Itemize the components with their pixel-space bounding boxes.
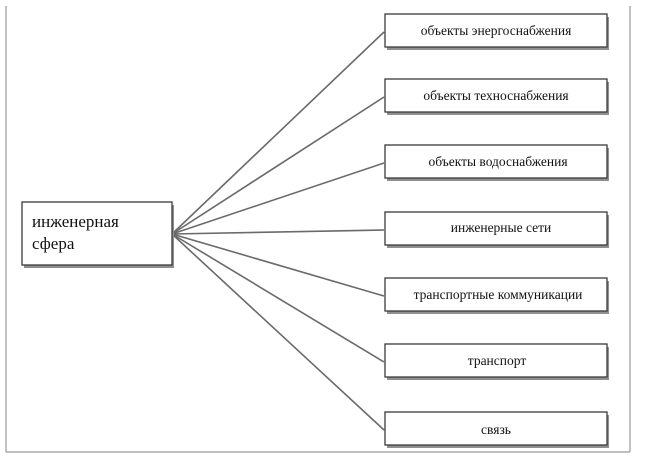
root-label-line-2: сфера [32, 234, 75, 253]
connector-lines [171, 31, 385, 431]
item-label-energy: объекты энергоснабжения [421, 23, 572, 38]
item-node-networks: инженерные сети [384, 211, 609, 248]
connector-0 [171, 31, 385, 235]
item-node-communication: связь [384, 411, 609, 448]
item-node-tech: объекты техноснабжения [384, 78, 609, 115]
item-label-communication: связь [481, 422, 511, 437]
root-label-line-1: инженерная [32, 212, 119, 231]
item-label-water: объекты водоснабжения [428, 154, 567, 169]
item-node-water: объекты водоснабжения [384, 144, 609, 181]
connector-5 [171, 233, 385, 363]
item-node-transport: транспорт [384, 343, 609, 380]
connector-2 [171, 162, 385, 235]
item-node-energy: объекты энергоснабжения [384, 13, 609, 50]
root-node: инженерная сфера [21, 201, 174, 268]
item-label-tech: объекты техноснабжения [423, 88, 568, 103]
connector-1 [171, 96, 385, 235]
connector-3 [171, 229, 385, 235]
item-label-transport-comm: транспортные коммуникации [414, 287, 583, 302]
item-node-transport-comm: транспортные коммуникации [384, 277, 609, 314]
item-label-transport: транспорт [468, 353, 527, 368]
connector-4 [171, 233, 385, 297]
connector-6 [171, 233, 385, 431]
item-label-networks: инженерные сети [451, 220, 552, 235]
